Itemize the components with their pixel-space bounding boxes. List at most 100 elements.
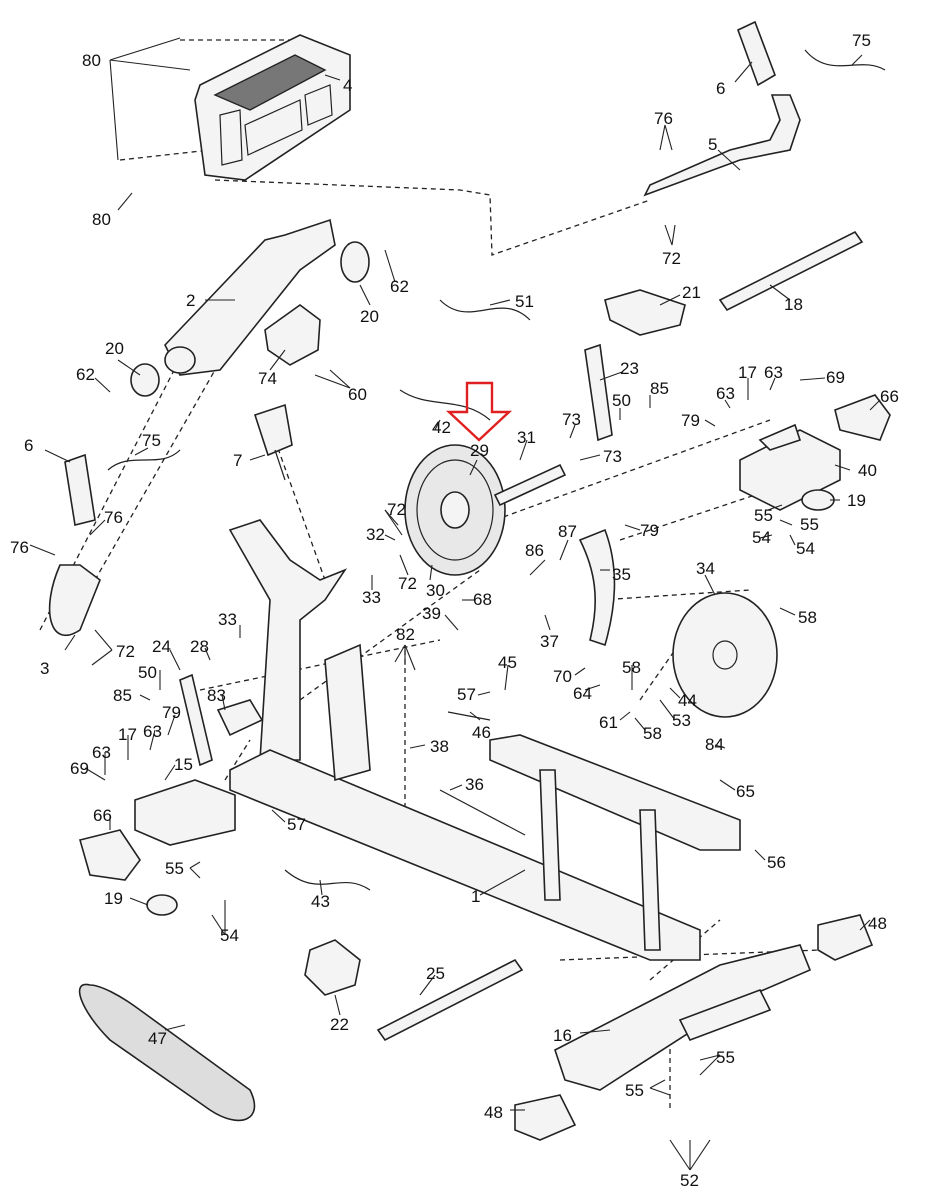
label-1: 1: [471, 887, 480, 906]
label-55e: 55: [625, 1081, 644, 1100]
label-32: 32: [366, 525, 385, 544]
label-20a: 20: [360, 307, 379, 326]
label-25: 25: [426, 964, 445, 983]
pedal-arm-40-part: [739, 394, 891, 511]
bracket-74-part: [264, 304, 321, 366]
highlight-arrow-icon: [445, 381, 513, 442]
cable-75-left: [107, 449, 181, 471]
base-16-part: [514, 914, 874, 1141]
label-63b: 63: [764, 363, 783, 382]
label-85a: 85: [650, 379, 669, 398]
label-82: 82: [396, 625, 415, 644]
label-28: 28: [190, 637, 209, 656]
cable-75-top: [804, 49, 886, 71]
label-76b: 76: [104, 508, 123, 527]
label-16: 16: [553, 1026, 572, 1045]
label-20b: 20: [105, 339, 124, 358]
label-40: 40: [858, 461, 877, 480]
label-4: 4: [343, 76, 352, 95]
label-72c: 72: [398, 574, 417, 593]
label-63d: 63: [92, 743, 111, 762]
label-19b: 19: [104, 889, 123, 908]
label-35: 35: [612, 565, 631, 584]
label-33b: 33: [218, 610, 237, 629]
label-50a: 50: [612, 391, 631, 410]
label-64: 64: [573, 684, 592, 703]
wheel-34-part: [672, 592, 778, 718]
knob-7-part: [253, 403, 293, 481]
label-76a: 76: [654, 109, 673, 128]
upper-handlebar-part: [643, 20, 801, 197]
strip-18-part: [718, 230, 864, 312]
label-31: 31: [517, 428, 536, 447]
frame-1-part: [228, 519, 741, 961]
label-79c: 79: [162, 703, 181, 722]
label-39: 39: [422, 604, 441, 623]
label-58b: 58: [622, 658, 641, 677]
label-79a: 79: [681, 411, 700, 430]
cable-46: [447, 711, 491, 721]
label-46: 46: [472, 723, 491, 742]
label-45: 45: [498, 653, 517, 672]
console-part: [194, 34, 351, 181]
pedal-21-part: [604, 289, 686, 336]
label-58c: 58: [643, 724, 662, 743]
shaft-31-part: [493, 463, 567, 507]
upright-part: [164, 218, 336, 376]
label-72b: 72: [387, 500, 406, 519]
label-19a: 19: [847, 491, 866, 510]
label-62a: 62: [390, 277, 409, 296]
label-73a: 73: [562, 410, 581, 429]
label-42: 42: [432, 418, 451, 437]
label-30: 30: [426, 581, 445, 600]
label-6b: 6: [24, 436, 33, 455]
label-63c: 63: [143, 722, 162, 741]
cable-51: [439, 299, 531, 321]
label-85b: 85: [113, 686, 132, 705]
label-48a: 48: [868, 914, 887, 933]
label-83: 83: [207, 686, 226, 705]
label-72d: 72: [116, 642, 135, 661]
label-55c: 55: [165, 859, 184, 878]
bracket-22-part: [304, 939, 361, 996]
leader-lines: [29, 37, 881, 1171]
label-54b: 54: [796, 539, 815, 558]
label-65: 65: [736, 782, 755, 801]
label-21: 21: [682, 283, 701, 302]
label-70: 70: [553, 667, 572, 686]
label-17a: 17: [738, 363, 757, 382]
label-7: 7: [233, 451, 242, 470]
block-83-part: [216, 699, 264, 737]
label-2: 2: [186, 291, 195, 310]
cable-36: [439, 789, 526, 836]
label-62b: 62: [76, 365, 95, 384]
label-51: 51: [515, 292, 534, 311]
label-55b: 55: [800, 515, 819, 534]
label-61: 61: [599, 713, 618, 732]
label-63a: 63: [716, 384, 735, 403]
flywheel-29-part: [404, 444, 506, 576]
label-52: 52: [680, 1171, 699, 1190]
label-34: 34: [696, 559, 715, 578]
label-60: 60: [348, 385, 367, 404]
label-17b: 17: [118, 725, 137, 744]
label-48b: 48: [484, 1103, 503, 1122]
crank-arm-24-part: [179, 673, 213, 767]
label-38: 38: [430, 737, 449, 756]
belt-47-part: [78, 983, 256, 1122]
label-80a: 80: [82, 51, 101, 70]
label-66b: 66: [93, 806, 112, 825]
label-74: 74: [258, 369, 277, 388]
label-22: 22: [330, 1015, 349, 1034]
label-75a: 75: [852, 31, 871, 50]
cable-43: [284, 869, 371, 891]
label-68: 68: [473, 590, 492, 609]
label-69a: 69: [826, 368, 845, 387]
label-6a: 6: [716, 79, 725, 98]
label-54a: 54: [752, 528, 771, 547]
crank-arm-23-part: [584, 343, 613, 442]
label-44: 44: [678, 691, 697, 710]
label-55d: 55: [716, 1048, 735, 1067]
